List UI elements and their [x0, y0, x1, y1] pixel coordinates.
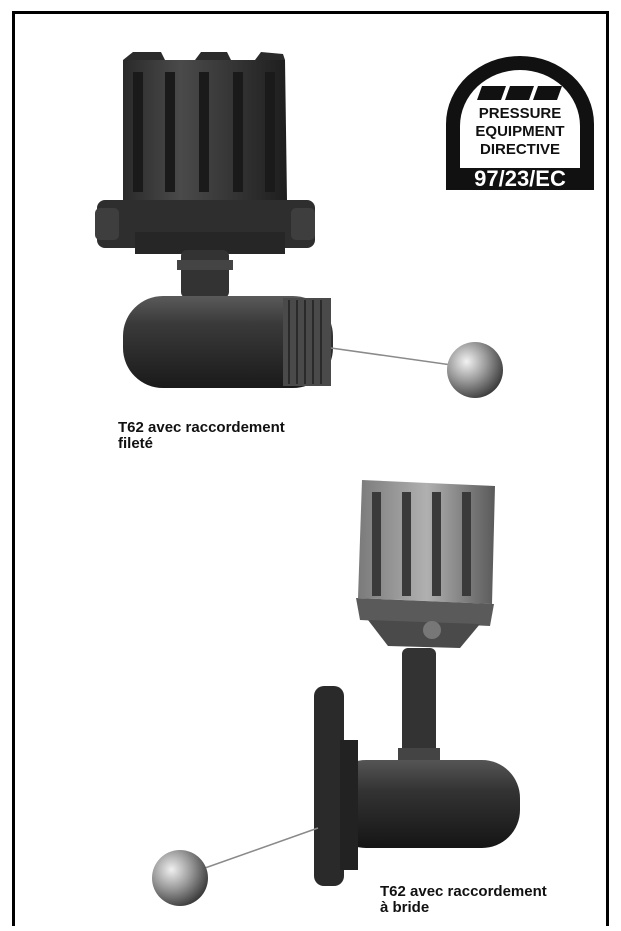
badge-line-pressure: PRESSURE: [479, 105, 562, 122]
badge-line-directive: DIRECTIVE: [480, 141, 560, 158]
caption-threaded-line2: fileté: [118, 435, 154, 452]
ped-badge-logo: PRESSURE EQUIPMENT DIRECTIVE 97/23/EC: [446, 56, 594, 191]
t62-threaded-photo: [95, 52, 503, 398]
ped-logo-stripes-icon: [477, 86, 562, 100]
badge-line-equipment: EQUIPMENT: [475, 123, 564, 140]
caption-flanged: T62 avec raccordement à bride: [380, 884, 547, 916]
caption-flanged-line2: à bride: [380, 899, 430, 916]
t62-flanged-photo: [152, 480, 520, 906]
caption-flanged-line1: T62 avec raccordement: [380, 883, 547, 900]
caption-threaded-line1: T62 avec raccordement: [118, 419, 285, 436]
badge-code: 97/23/EC: [474, 166, 566, 191]
caption-threaded: T62 avec raccordement fileté: [118, 420, 285, 452]
page-frame: [12, 11, 609, 926]
